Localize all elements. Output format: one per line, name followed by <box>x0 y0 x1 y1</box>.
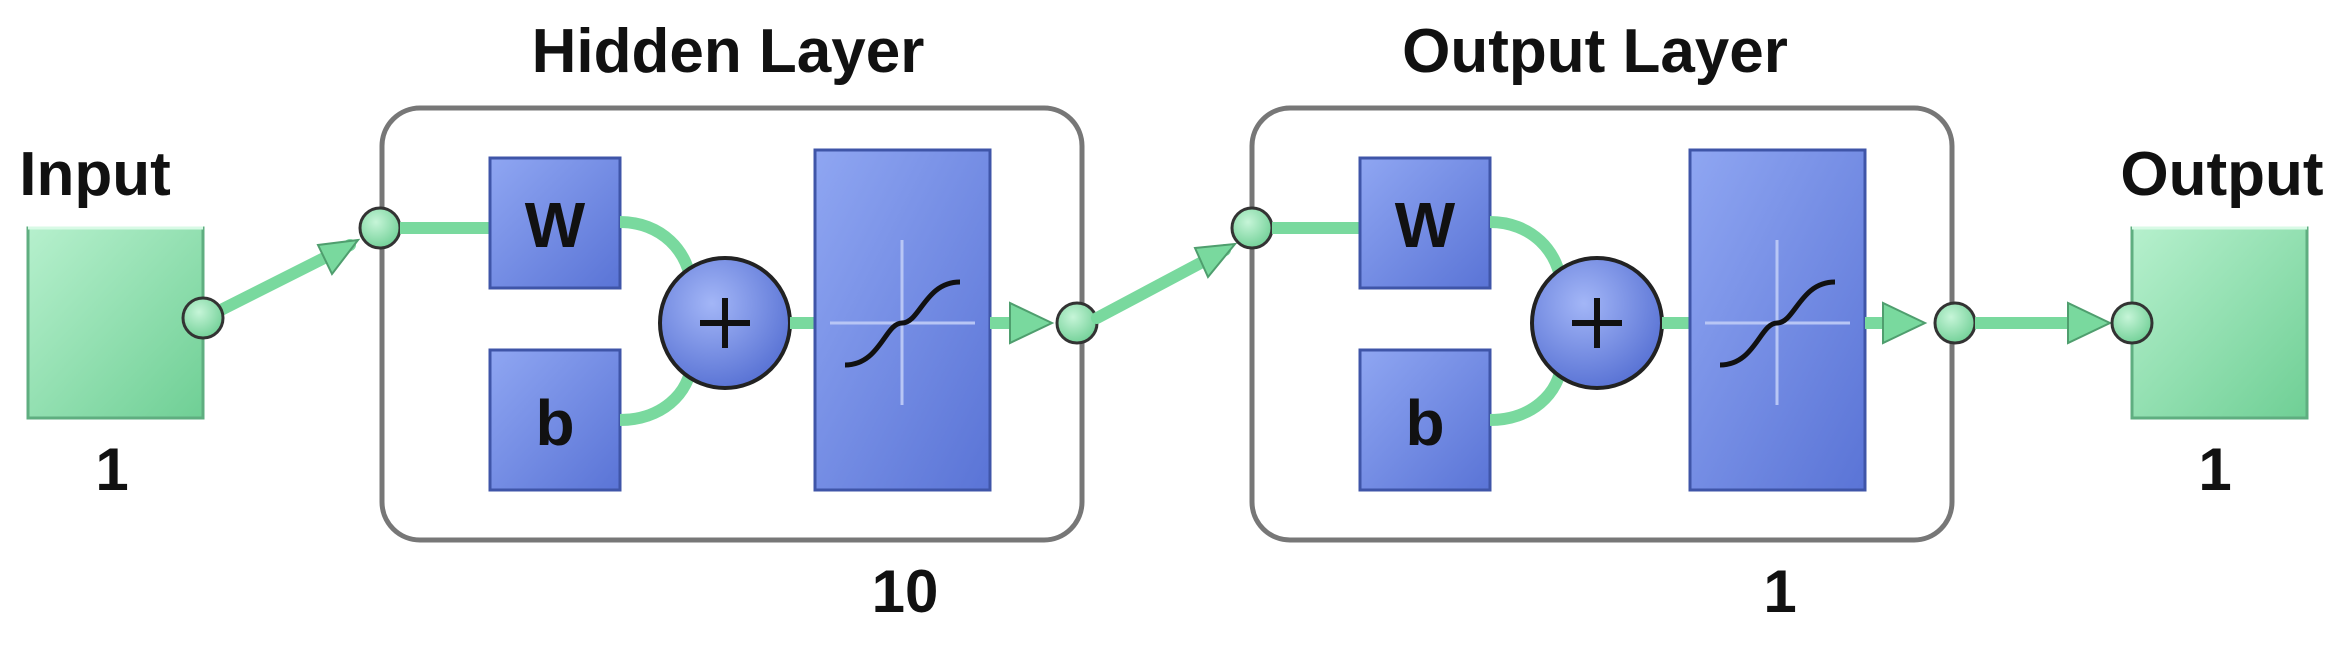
connector-node <box>358 206 402 250</box>
input-block <box>26 226 205 420</box>
connector-node <box>1055 301 1099 345</box>
output-transfer-block <box>1688 148 1867 492</box>
input-size: 1 <box>95 436 128 503</box>
output-layer-size: 1 <box>1763 558 1796 625</box>
hidden-transfer-block <box>813 148 992 492</box>
hidden-layer-title: Hidden Layer <box>532 17 925 86</box>
connector-node <box>1933 301 1977 345</box>
plus-icon <box>700 298 750 348</box>
hidden-weight-label: W <box>525 189 586 261</box>
connector-node <box>1230 206 1274 250</box>
output-size: 1 <box>2198 436 2231 503</box>
arrow-icon <box>1882 301 1928 345</box>
connector-node <box>2110 301 2154 345</box>
output-layer-title: Output Layer <box>1402 17 1788 86</box>
hidden-bias-block <box>488 348 622 492</box>
output-sum-node <box>1530 256 1664 390</box>
hidden-weight-block <box>488 156 622 290</box>
plus-icon <box>1572 298 1622 348</box>
hidden-layer-size: 10 <box>872 558 939 625</box>
arrow-icon <box>2067 301 2113 345</box>
output-weight-block <box>1358 156 1492 290</box>
sigmoid-curve-icon <box>1719 279 1836 368</box>
output-bias-block <box>1358 348 1492 492</box>
connector-node <box>181 296 225 340</box>
arrow-icon <box>1193 242 1238 279</box>
output-label: Output <box>2120 140 2323 209</box>
sigmoid-curve-icon <box>844 279 961 368</box>
output-block <box>2130 226 2309 420</box>
output-weight-label: W <box>1395 189 1456 261</box>
arrow-icon <box>1009 301 1055 345</box>
output-bias-label: b <box>1405 387 1444 459</box>
hidden-sum-node <box>658 256 792 390</box>
arrow-icon <box>316 238 361 276</box>
hidden-bias-label: b <box>535 387 574 459</box>
input-label: Input <box>19 140 171 209</box>
